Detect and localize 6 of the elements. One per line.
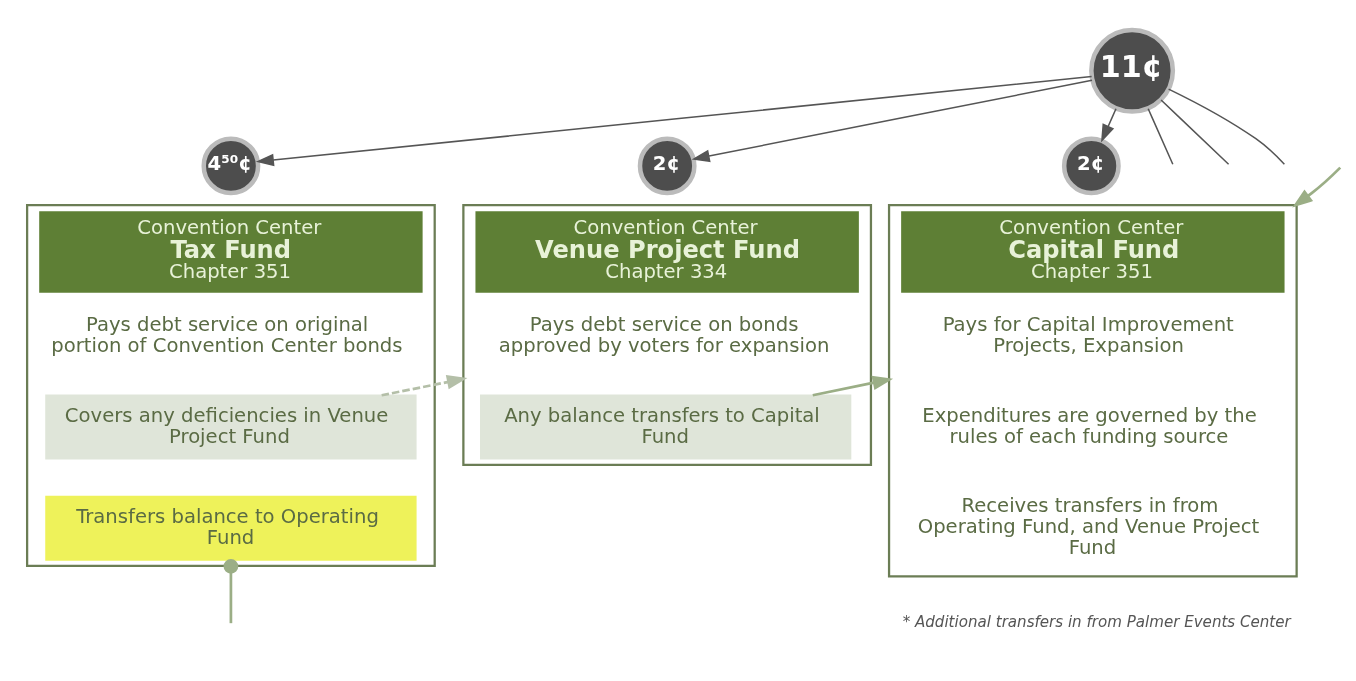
node-text: Pays debt service on bonds approved by voters for expansion [498,312,830,357]
node-text: Receives transfers in from Operating Fund, and Venue Project Fund [917,493,1260,559]
node-text: Pays debt service on original portion of Convention Center bonds [51,312,403,357]
node-text: Expenditures are governed by the rules of each funding source [922,403,1257,448]
label: * Additional transfers in from Palmer Events Center [902,612,1291,631]
node-text: Pays for Capital Improvement Projects, Expansion [942,312,1234,357]
